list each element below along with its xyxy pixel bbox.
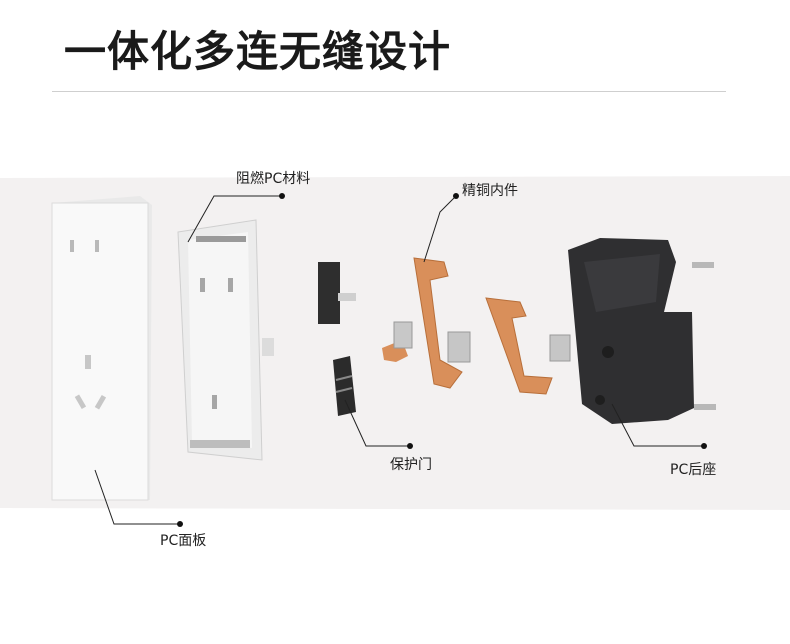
leader-front-panel	[94, 469, 180, 525]
leader-rear-base	[611, 403, 704, 447]
callout-flame-material: 阻燃PC材料	[236, 171, 311, 187]
callout-copper-parts: 精铜内件	[462, 183, 518, 199]
leader-lines	[94, 195, 704, 525]
leader-shutter	[344, 399, 410, 447]
leader-dots	[177, 193, 707, 527]
leader-copper-parts	[423, 195, 457, 263]
callout-rear-base: PC后座	[670, 462, 717, 478]
page-title: 一体化多连无缝设计	[64, 27, 452, 76]
front-panel-image	[51, 196, 152, 501]
copper-parts-image	[382, 257, 571, 395]
shutter-image	[318, 262, 356, 416]
title-divider	[52, 91, 726, 92]
callout-shutter: 保护门	[390, 457, 432, 473]
rear-base-image	[568, 238, 716, 424]
flame-retardant-frame-image	[177, 219, 274, 461]
callout-front-panel: PC面板	[160, 533, 207, 549]
leader-flame-material	[187, 195, 282, 243]
